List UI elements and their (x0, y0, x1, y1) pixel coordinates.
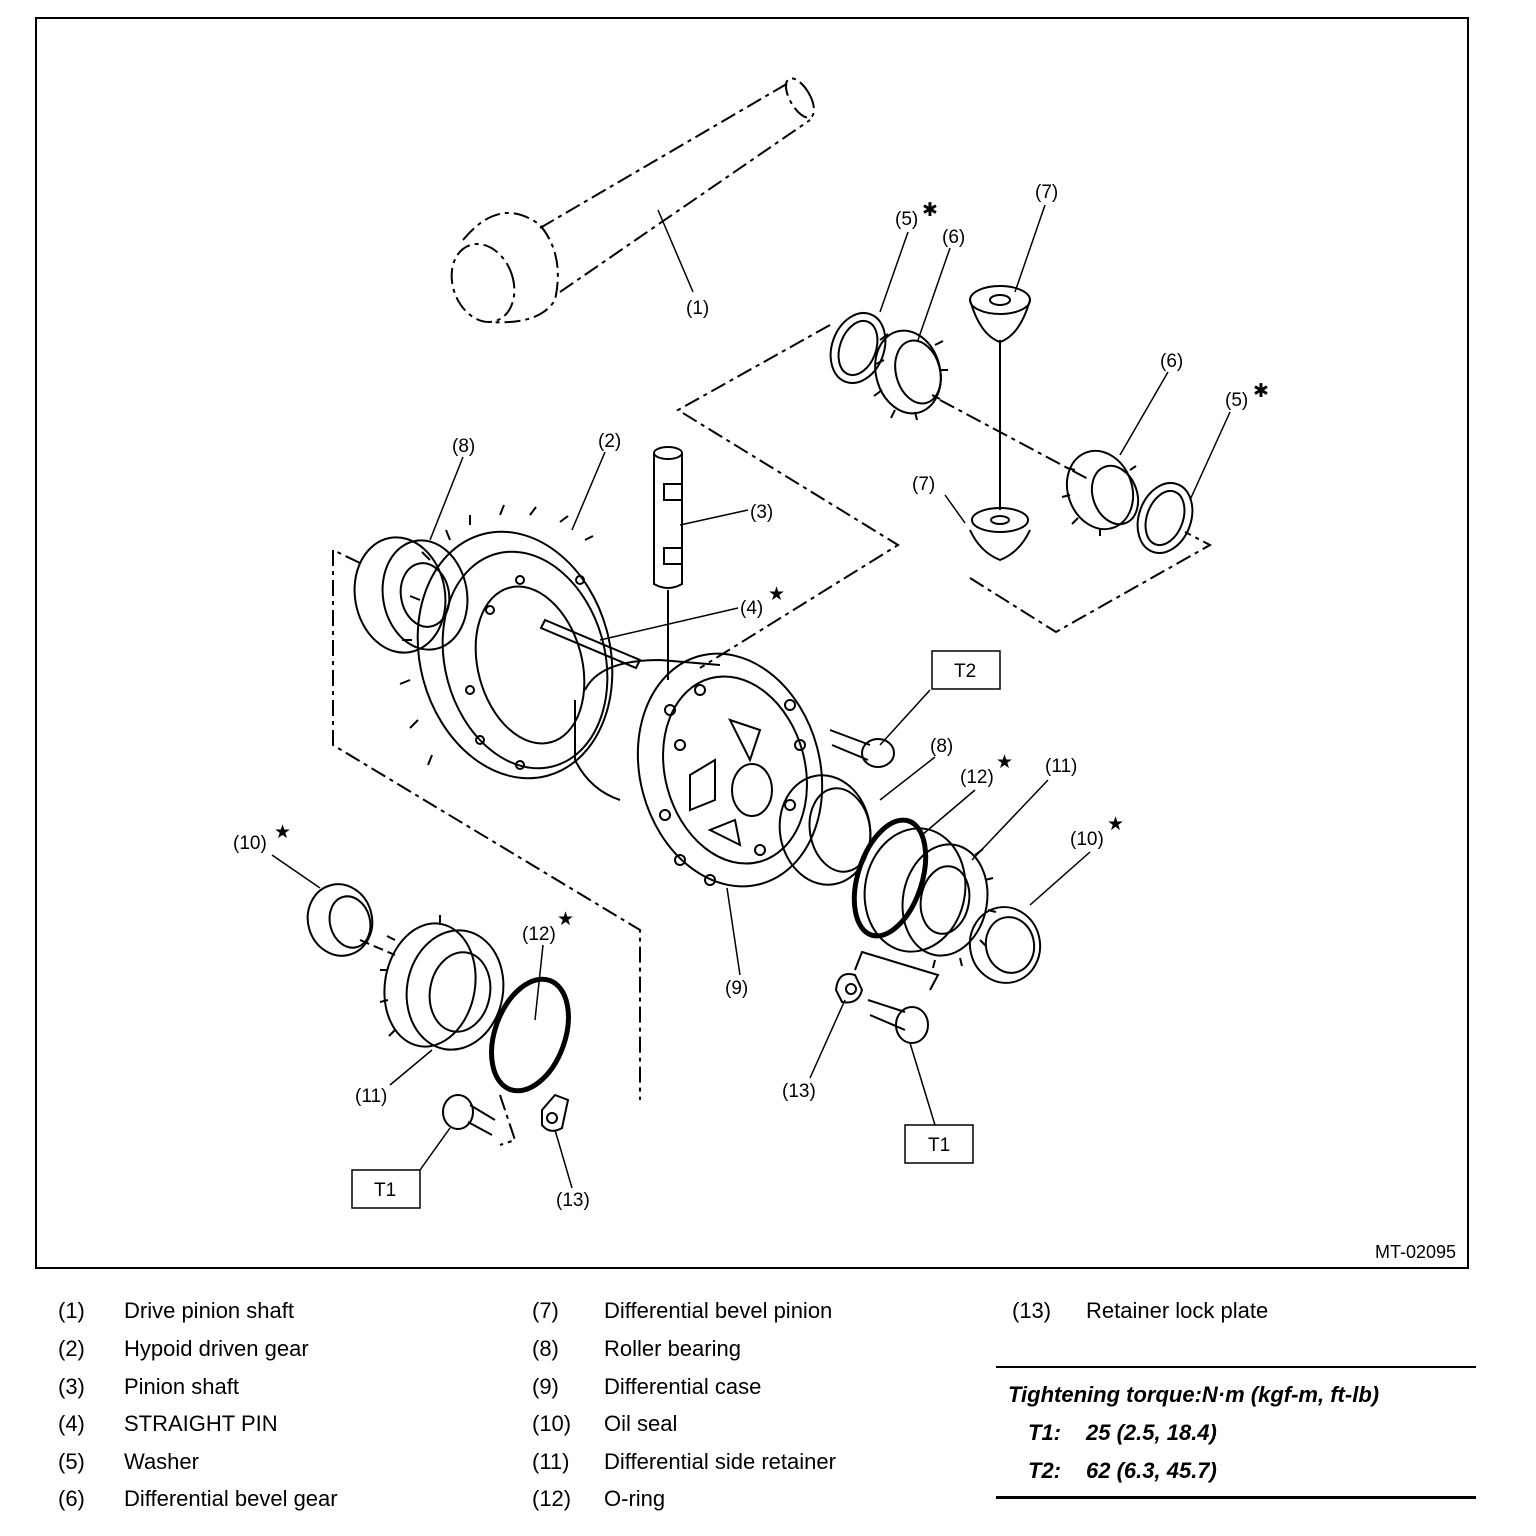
straight-pin (539, 618, 642, 670)
legend-item: (5)Washer (58, 1449, 199, 1474)
t1-label-right: T1 (928, 1135, 950, 1156)
t1-bolt-right (867, 999, 929, 1044)
oil-seal-left (306, 883, 374, 957)
exploded-view-diagram: (1) (2) (3) (4) (5) (5) (6) (6) (7) (7) … (233, 77, 1269, 1211)
roller-bearing-right (778, 774, 872, 886)
t2-bolt (829, 729, 895, 768)
legend-item: (8)Roller bearing (532, 1336, 741, 1361)
star-icon: ★ (1107, 814, 1124, 835)
callout-5b: (5) (1225, 390, 1248, 411)
callout-4: (4) (740, 598, 763, 619)
o-ring-left (489, 976, 571, 1094)
callout-9: (9) (725, 978, 748, 999)
asterisk-icon: ✱ (922, 200, 938, 221)
side-retainer-left (379, 915, 505, 1051)
torque-row-t1: T1:25 (2.5, 18.4) (1028, 1420, 1217, 1445)
differential-case (574, 652, 824, 888)
callout-8a: (8) (452, 436, 475, 457)
bevel-gear-lower (1061, 449, 1140, 536)
bevel-pinion-lower (969, 507, 1031, 562)
star-icon: ★ (768, 584, 785, 605)
legend-item: (4)STRAIGHT PIN (58, 1411, 278, 1436)
lock-plate-left (541, 1093, 570, 1132)
star-icon: ★ (996, 752, 1013, 773)
legend-item: (13)Retainer lock plate (1012, 1298, 1269, 1323)
legend-item: (10)Oil seal (532, 1411, 678, 1436)
bevel-pinion-upper (969, 285, 1031, 344)
star-icon: ★ (274, 822, 291, 843)
callout-13b: (13) (556, 1190, 590, 1211)
pinion-shaft (653, 446, 683, 680)
assembly-boundary-right (676, 324, 1213, 669)
torque-row-t2: T2:62 (6.3, 45.7) (1028, 1458, 1217, 1483)
oil-seal-right (968, 906, 1042, 984)
callout-7b: (7) (912, 474, 935, 495)
callout-12a: (12) (522, 924, 556, 945)
roller-bearing-left (353, 536, 469, 654)
callout-5a: (5) (895, 209, 918, 230)
t1-bolt-left (442, 1094, 496, 1136)
bevel-gear-upper (873, 329, 948, 421)
callout-2: (2) (598, 431, 621, 452)
callout-11b: (11) (1045, 756, 1077, 777)
figure-reference-code: MT-02095 (1374, 1242, 1456, 1262)
tightening-torque-table: Tightening torque:N·m (kgf-m, ft-lb) T1:… (996, 1366, 1476, 1499)
assembly-boundary-left (332, 548, 641, 1146)
callout-6a: (6) (942, 227, 965, 248)
callout-13a: (13) (782, 1081, 816, 1102)
legend-item: (1)Drive pinion shaft (58, 1298, 294, 1323)
legend-item: (12)O-ring (532, 1486, 666, 1511)
callout-8b: (8) (930, 736, 953, 757)
leader-lines (271, 204, 1231, 1189)
callout-1: (1) (686, 298, 709, 319)
star-icon: ★ (557, 909, 574, 930)
legend-item: (9)Differential case (532, 1374, 762, 1399)
legend-item: (6)Differential bevel gear (58, 1486, 338, 1511)
callout-11a: (11) (355, 1086, 387, 1107)
torque-heading: Tightening torque:N·m (kgf-m, ft-lb) (1008, 1382, 1380, 1407)
t1-box-right (904, 1124, 974, 1164)
drive-pinion-shaft (450, 77, 815, 324)
callout-12b: (12) (960, 767, 994, 788)
t2-label: T2 (954, 661, 976, 682)
washer-lower (1136, 482, 1194, 554)
legend-item: (7)Differential bevel pinion (532, 1298, 833, 1323)
callout-7a: (7) (1035, 182, 1058, 203)
t2-box (931, 650, 1001, 690)
t1-label-left: T1 (374, 1180, 396, 1201)
callout-10a: (10) (233, 833, 267, 854)
o-ring-right (851, 817, 929, 939)
callout-10b: (10) (1070, 829, 1104, 850)
legend-item: (11)Differential side retainer (532, 1449, 836, 1474)
callout-3: (3) (750, 502, 773, 523)
lock-plate-right (834, 950, 940, 1004)
legend-item: (3)Pinion shaft (58, 1374, 239, 1399)
t1-box-left (351, 1169, 421, 1209)
callout-6b: (6) (1160, 351, 1183, 372)
washer-upper (829, 312, 887, 384)
diagram-frame (35, 17, 1469, 1269)
asterisk-icon: ✱ (1253, 381, 1269, 402)
legend-item: (2)Hypoid driven gear (58, 1336, 309, 1361)
